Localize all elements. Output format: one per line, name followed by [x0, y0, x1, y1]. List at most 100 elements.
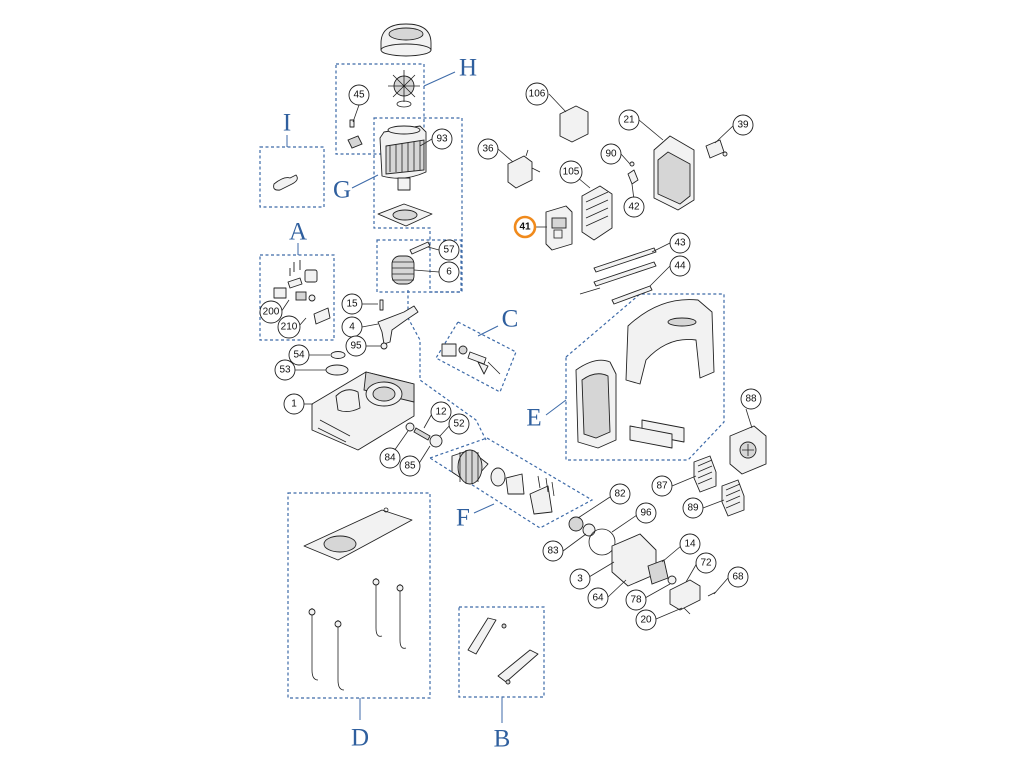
callout-72[interactable]: 72 — [695, 552, 717, 574]
svg-text:106: 106 — [529, 89, 546, 100]
callout-36[interactable]: 36 — [477, 138, 499, 160]
part-screw-20 — [683, 607, 691, 615]
group-label-e: E — [526, 405, 541, 432]
part-anchor-bolts — [308, 578, 407, 691]
part-control-board-41 — [545, 205, 573, 251]
part-cap-cover — [380, 23, 432, 57]
callouts: 45 106 21 39 93 36 90 105 42 41 57 6 43 … — [259, 82, 762, 631]
callout-42[interactable]: 42 — [623, 196, 645, 218]
svg-text:85: 85 — [404, 461, 416, 472]
callout-200[interactable]: 200 — [259, 300, 283, 324]
group-box-i — [259, 146, 325, 208]
svg-text:64: 64 — [592, 593, 604, 604]
group-label-h: H — [459, 55, 477, 82]
callout-43[interactable]: 43 — [669, 232, 691, 254]
group-box-d — [287, 492, 431, 699]
part-bearing-82 — [568, 516, 584, 532]
part-washer-83 — [582, 523, 596, 537]
part-baseplate — [303, 507, 413, 561]
part-washer-95 — [380, 342, 388, 350]
callout-20[interactable]: 20 — [635, 609, 657, 631]
svg-text:15: 15 — [346, 299, 358, 310]
callout-4[interactable]: 4 — [341, 316, 363, 338]
callout-96[interactable]: 96 — [635, 502, 657, 524]
callout-88[interactable]: 88 — [740, 388, 762, 410]
svg-text:68: 68 — [732, 572, 744, 583]
part-screw-90 — [629, 161, 635, 167]
part-motor — [379, 125, 427, 191]
svg-text:45: 45 — [353, 90, 365, 101]
svg-text:88: 88 — [745, 394, 757, 405]
svg-text:96: 96 — [640, 508, 652, 519]
callout-44[interactable]: 44 — [669, 255, 691, 277]
part-fuse-42 — [627, 169, 639, 185]
svg-text:42: 42 — [628, 202, 640, 213]
part-ring-53 — [325, 364, 349, 376]
group-label-f: F — [456, 505, 470, 532]
svg-text:210: 210 — [281, 322, 298, 333]
part-main-housing — [311, 371, 415, 451]
group-label-b: B — [494, 726, 511, 753]
leader-h — [423, 71, 456, 87]
callout-84[interactable]: 84 — [379, 447, 401, 469]
leader-g — [351, 174, 379, 189]
callout-106[interactable]: 106 — [525, 82, 549, 106]
callout-95[interactable]: 95 — [345, 335, 367, 357]
part-bar-44 — [611, 285, 653, 305]
callout-leaders — [280, 93, 753, 620]
callout-53[interactable]: 53 — [274, 359, 296, 381]
part-plate-3 — [611, 533, 657, 587]
callout-85[interactable]: 85 — [399, 455, 421, 477]
callout-21[interactable]: 21 — [618, 109, 640, 131]
svg-text:14: 14 — [684, 539, 696, 550]
callout-89[interactable]: 89 — [682, 497, 704, 519]
part-washer-84 — [405, 422, 415, 432]
svg-text:87: 87 — [656, 481, 668, 492]
callout-12[interactable]: 12 — [430, 401, 452, 423]
part-pinion-14 — [647, 559, 669, 585]
callout-41-highlighted[interactable]: 41 — [513, 215, 537, 239]
part-small-clip-45 — [347, 119, 363, 149]
part-fan-impeller — [388, 70, 420, 108]
part-f-gears — [451, 449, 555, 515]
svg-text:1: 1 — [291, 399, 297, 410]
svg-text:93: 93 — [436, 134, 448, 145]
callout-57[interactable]: 57 — [438, 239, 460, 261]
callout-6[interactable]: 6 — [438, 261, 460, 283]
callout-52[interactable]: 52 — [448, 413, 470, 435]
callout-83[interactable]: 83 — [542, 540, 564, 562]
callout-39[interactable]: 39 — [732, 114, 754, 136]
svg-text:78: 78 — [630, 595, 642, 606]
callout-90[interactable]: 90 — [600, 143, 622, 165]
callout-15[interactable]: 15 — [341, 293, 363, 315]
svg-text:6: 6 — [446, 267, 452, 278]
callout-210[interactable]: 210 — [277, 315, 301, 339]
part-rails-43 — [579, 247, 657, 295]
part-a-hardware — [273, 260, 331, 325]
group-label-d: D — [351, 725, 369, 752]
svg-text:12: 12 — [435, 407, 447, 418]
part-ring-54 — [330, 351, 346, 359]
callout-54[interactable]: 54 — [288, 344, 310, 366]
part-panel-105 — [581, 185, 613, 241]
callout-1[interactable]: 1 — [283, 393, 305, 415]
callout-3[interactable]: 3 — [569, 568, 591, 590]
svg-text:84: 84 — [384, 453, 396, 464]
part-seal-52 — [429, 434, 443, 448]
svg-text:20: 20 — [640, 615, 652, 626]
svg-text:21: 21 — [623, 115, 635, 126]
callout-87[interactable]: 87 — [651, 475, 673, 497]
callout-93[interactable]: 93 — [431, 128, 453, 150]
svg-text:89: 89 — [687, 503, 699, 514]
group-label-a: A — [289, 219, 307, 246]
callout-45[interactable]: 45 — [348, 84, 370, 106]
callout-14[interactable]: 14 — [679, 533, 701, 555]
callout-82[interactable]: 82 — [609, 483, 631, 505]
callout-105[interactable]: 105 — [559, 160, 583, 184]
part-nut-39 — [722, 151, 728, 157]
part-gasket — [377, 203, 433, 227]
callout-64[interactable]: 64 — [587, 587, 609, 609]
callout-68[interactable]: 68 — [727, 566, 749, 588]
callout-78[interactable]: 78 — [625, 589, 647, 611]
